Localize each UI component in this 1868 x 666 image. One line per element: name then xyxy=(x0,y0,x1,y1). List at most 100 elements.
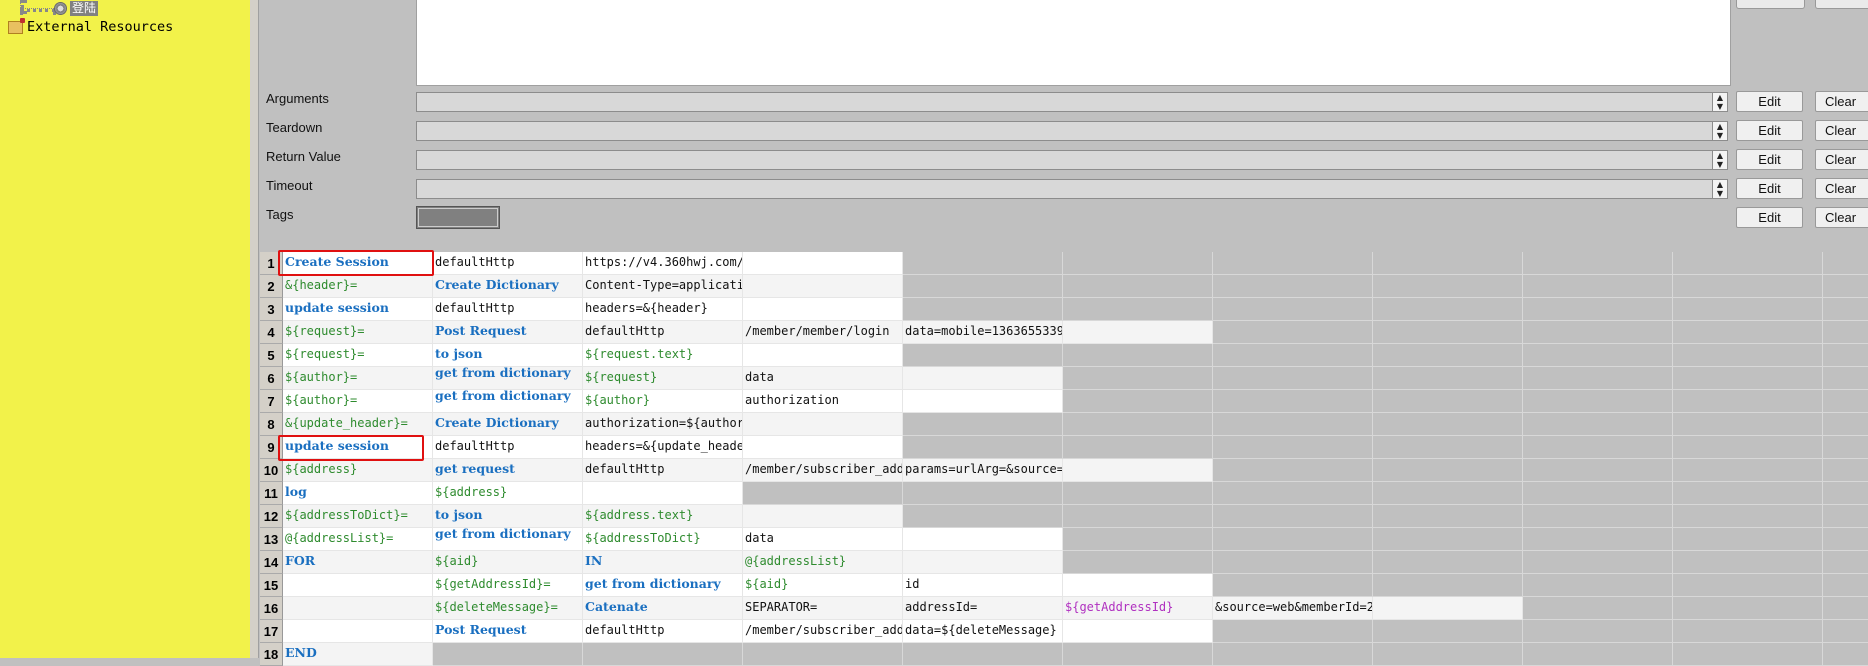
documentation-editor[interactable] xyxy=(416,0,1731,86)
table-cell-empty[interactable] xyxy=(1673,551,1823,574)
table-cell-empty[interactable] xyxy=(1823,367,1868,390)
row-number[interactable]: 12 xyxy=(260,505,283,528)
table-cell-empty[interactable] xyxy=(743,298,903,321)
table-cell-empty[interactable] xyxy=(1673,482,1823,505)
table-cell-empty[interactable] xyxy=(743,436,903,459)
table-cell[interactable]: ${deleteMessage}= xyxy=(433,597,583,620)
table-cell-empty[interactable] xyxy=(1673,574,1823,597)
table-cell-empty[interactable] xyxy=(903,252,1063,275)
table-cell-empty[interactable] xyxy=(1673,505,1823,528)
table-cell[interactable] xyxy=(283,620,433,643)
table-cell-empty[interactable] xyxy=(1213,298,1373,321)
table-cell[interactable]: data=mobile=1363655339€ xyxy=(903,321,1063,344)
table-cell-empty[interactable] xyxy=(1823,482,1868,505)
table-cell[interactable]: Post Request xyxy=(433,620,583,643)
table-cell-empty[interactable] xyxy=(1373,459,1523,482)
table-cell[interactable]: defaultHttp xyxy=(583,459,743,482)
table-cell[interactable]: headers=&{update_header xyxy=(583,436,743,459)
table-cell[interactable]: defaultHttp xyxy=(583,620,743,643)
table-cell[interactable]: to json xyxy=(433,505,583,528)
table-cell-empty[interactable] xyxy=(1373,367,1523,390)
table-cell[interactable]: https://v4.360hwj.com/ xyxy=(583,252,743,275)
table-cell-empty[interactable] xyxy=(1673,643,1823,666)
table-cell-empty[interactable] xyxy=(1063,551,1213,574)
table-cell-empty[interactable] xyxy=(1823,643,1868,666)
table-cell-empty[interactable] xyxy=(903,413,1063,436)
table-cell-empty[interactable] xyxy=(1063,390,1213,413)
row-number[interactable]: 6 xyxy=(260,367,283,390)
row-number[interactable]: 15 xyxy=(260,574,283,597)
row-number[interactable]: 13 xyxy=(260,528,283,551)
tags-edit-button[interactable]: Edit xyxy=(1736,207,1803,228)
table-cell-empty[interactable] xyxy=(583,482,743,505)
table-cell-empty[interactable] xyxy=(743,344,903,367)
table-cell-empty[interactable] xyxy=(1523,597,1673,620)
table-cell-empty[interactable] xyxy=(1523,413,1673,436)
table-cell-empty[interactable] xyxy=(1063,367,1213,390)
table-cell[interactable]: &source=web&memberId=21 xyxy=(1213,597,1373,620)
table-cell[interactable]: END xyxy=(283,643,433,666)
table-cell-empty[interactable] xyxy=(1213,459,1373,482)
table-cell-empty[interactable] xyxy=(1523,643,1673,666)
table-cell[interactable]: IN xyxy=(583,551,743,574)
table-cell-empty[interactable] xyxy=(1673,459,1823,482)
table-cell-empty[interactable] xyxy=(1523,252,1673,275)
row-number[interactable]: 7 xyxy=(260,390,283,413)
table-cell-empty[interactable] xyxy=(1673,252,1823,275)
table-cell-empty[interactable] xyxy=(1213,367,1373,390)
table-cell[interactable]: Post Request xyxy=(433,321,583,344)
table-cell[interactable]: to json xyxy=(433,344,583,367)
table-cell-empty[interactable] xyxy=(1373,597,1523,620)
table-cell-empty[interactable] xyxy=(1523,298,1673,321)
table-cell-empty[interactable] xyxy=(1373,643,1523,666)
row-number[interactable]: 14 xyxy=(260,551,283,574)
table-cell-empty[interactable] xyxy=(1213,620,1373,643)
table-cell[interactable]: @{addressList}= xyxy=(283,528,433,551)
table-cell-empty[interactable] xyxy=(433,643,583,666)
arguments-edit-button[interactable]: Edit xyxy=(1736,91,1803,112)
return-value-field[interactable] xyxy=(416,150,1713,170)
teardown-clear-button[interactable]: Clear xyxy=(1815,120,1868,141)
table-cell-empty[interactable] xyxy=(1523,390,1673,413)
table-cell[interactable]: ${addressToDict} xyxy=(583,528,743,551)
table-cell-empty[interactable] xyxy=(1673,298,1823,321)
table-cell-empty[interactable] xyxy=(903,482,1063,505)
documentation-clear-button[interactable] xyxy=(1815,0,1868,9)
tags-field[interactable] xyxy=(416,206,500,229)
table-cell[interactable]: defaultHttp xyxy=(433,436,583,459)
table-cell-empty[interactable] xyxy=(1373,574,1523,597)
table-cell[interactable]: ${author}= xyxy=(283,390,433,413)
table-cell-empty[interactable] xyxy=(1673,367,1823,390)
tree-node-external-resources[interactable]: External Resources xyxy=(8,17,173,35)
row-number[interactable]: 3 xyxy=(260,298,283,321)
table-cell[interactable]: authorization xyxy=(743,390,903,413)
return-value-edit-button[interactable]: Edit xyxy=(1736,149,1803,170)
row-number[interactable]: 2 xyxy=(260,275,283,298)
table-cell-empty[interactable] xyxy=(743,505,903,528)
table-cell-empty[interactable] xyxy=(1063,321,1213,344)
table-cell[interactable]: Content-Type=applicatio xyxy=(583,275,743,298)
table-cell-empty[interactable] xyxy=(1673,436,1823,459)
table-cell-empty[interactable] xyxy=(1373,482,1523,505)
table-cell-empty[interactable] xyxy=(743,482,903,505)
row-number[interactable]: 17 xyxy=(260,620,283,643)
table-cell-empty[interactable] xyxy=(1213,551,1373,574)
table-cell-empty[interactable] xyxy=(1063,344,1213,367)
table-cell[interactable]: get request xyxy=(433,459,583,482)
table-cell-empty[interactable] xyxy=(903,505,1063,528)
table-cell-empty[interactable] xyxy=(1523,482,1673,505)
table-cell-empty[interactable] xyxy=(1823,413,1868,436)
table-cell-empty[interactable] xyxy=(1213,643,1373,666)
table-cell[interactable]: Catenate xyxy=(583,597,743,620)
table-cell-empty[interactable] xyxy=(1823,574,1868,597)
teardown-scroll[interactable]: ▲▼ xyxy=(1712,121,1728,141)
table-cell[interactable]: headers=&{header} xyxy=(583,298,743,321)
table-cell[interactable]: ${aid} xyxy=(743,574,903,597)
table-cell-empty[interactable] xyxy=(583,643,743,666)
table-cell[interactable]: defaultHttp xyxy=(433,298,583,321)
table-cell-empty[interactable] xyxy=(1523,459,1673,482)
table-cell[interactable]: id xyxy=(903,574,1063,597)
table-cell-empty[interactable] xyxy=(1823,528,1868,551)
table-cell-empty[interactable] xyxy=(1213,344,1373,367)
table-cell[interactable]: get from dictionary xyxy=(583,574,743,597)
